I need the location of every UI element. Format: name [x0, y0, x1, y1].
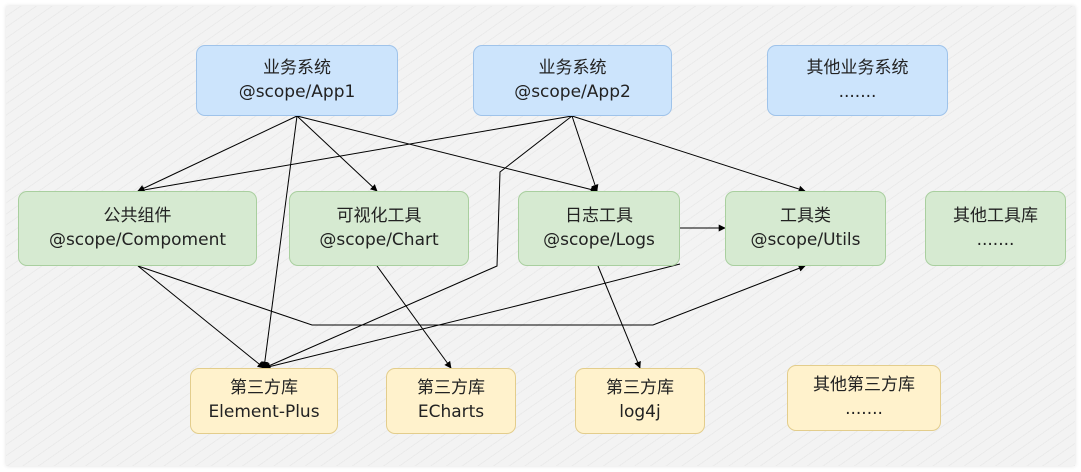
node-logs: 日志工具 @scope/Logs	[518, 191, 680, 266]
node-other-tools: 其他工具库 .......	[925, 191, 1066, 266]
node-utils-title: 工具类	[780, 205, 831, 226]
node-compoment-subtitle: @scope/Compoment	[48, 229, 227, 250]
node-element-plus-subtitle: Element-Plus	[208, 402, 320, 422]
node-chart-title: 可视化工具	[336, 205, 422, 226]
node-other-third-party: 其他第三方库 .......	[787, 365, 941, 431]
node-log4j-title: 第三方库	[606, 378, 674, 399]
node-other-tools-title: 其他工具库	[953, 205, 1038, 226]
node-app2-title: 业务系统	[538, 57, 607, 78]
node-log4j: 第三方库 log4j	[575, 368, 705, 434]
node-other-business-title: 其他业务系统	[806, 57, 909, 78]
node-echarts: 第三方库 ECharts	[386, 368, 516, 434]
node-compoment-title: 公共组件	[103, 205, 172, 226]
node-echarts-title: 第三方库	[417, 378, 485, 399]
node-app2-subtitle: @scope/App2	[514, 81, 631, 102]
node-other-business: 其他业务系统 .......	[767, 45, 948, 116]
node-other-tools-subtitle: .......	[976, 229, 1015, 250]
node-logs-subtitle: @scope/Logs	[543, 229, 655, 250]
node-other-third-party-subtitle: .......	[845, 399, 883, 419]
node-app2: 业务系统 @scope/App2	[473, 45, 672, 116]
node-compoment: 公共组件 @scope/Compoment	[18, 191, 257, 266]
node-log4j-subtitle: log4j	[619, 402, 661, 422]
node-element-plus: 第三方库 Element-Plus	[190, 368, 338, 434]
node-chart: 可视化工具 @scope/Chart	[289, 191, 469, 266]
node-element-plus-title: 第三方库	[230, 378, 298, 399]
node-app1: 业务系统 @scope/App1	[196, 45, 398, 116]
node-echarts-subtitle: ECharts	[417, 402, 485, 422]
node-logs-title: 日志工具	[565, 205, 633, 226]
node-other-third-party-title: 其他第三方库	[813, 375, 915, 396]
node-chart-subtitle: @scope/Chart	[319, 229, 439, 250]
node-utils-subtitle: @scope/Utils	[750, 229, 861, 250]
node-app1-title: 业务系统	[263, 57, 331, 78]
node-app1-subtitle: @scope/App1	[238, 81, 356, 102]
node-utils: 工具类 @scope/Utils	[725, 191, 886, 266]
node-other-business-subtitle: .......	[838, 81, 877, 102]
